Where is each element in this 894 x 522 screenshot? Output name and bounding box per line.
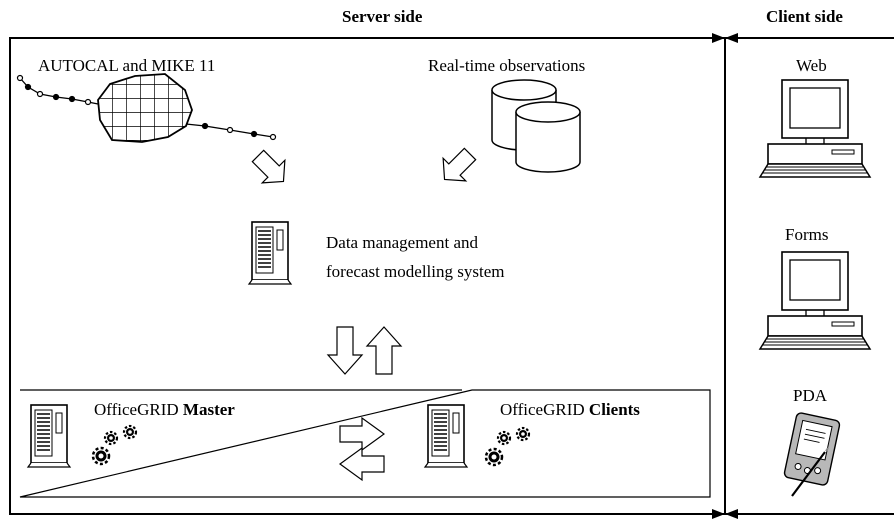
clients-gears-icon <box>484 426 531 467</box>
arrow-down-left-icon <box>442 147 477 182</box>
server-side-frame <box>9 37 726 515</box>
officegrid-clients-label: OfficeGRID Clients <box>500 400 640 419</box>
arrow-left-icon <box>338 446 385 482</box>
station-node <box>269 133 277 141</box>
station-node <box>36 90 44 98</box>
station-node <box>68 95 76 103</box>
web-computer-icon <box>759 79 871 178</box>
realtime-observations-label: Real-time observations <box>428 56 586 75</box>
arrow-down-right-icon <box>251 149 286 184</box>
master-gears-icon <box>91 424 138 466</box>
river-network-map <box>16 73 277 143</box>
pda-label: PDA <box>793 386 828 405</box>
data-management-label-line2: forecast modelling system <box>326 262 505 281</box>
autocal-label: AUTOCAL and MIKE 11 <box>38 56 216 75</box>
arrow-up-icon <box>365 326 403 375</box>
station-node <box>52 93 60 101</box>
server-side-header: Server side <box>342 7 423 26</box>
station-node <box>201 122 209 130</box>
divider-bottom-arrows <box>712 509 738 519</box>
arrow-right-icon <box>339 416 386 452</box>
pda-icon <box>783 412 841 497</box>
arrow-down-icon <box>326 326 364 375</box>
station-node <box>84 98 92 106</box>
database-icon <box>491 79 581 173</box>
forms-computer-icon <box>759 251 871 350</box>
data-management-label-line1: Data management and <box>326 233 478 252</box>
master-server-icon <box>27 404 71 468</box>
divider-top-arrows <box>712 33 738 43</box>
forms-label: Forms <box>785 225 829 244</box>
clients-server-icon <box>424 404 468 468</box>
station-node <box>250 130 258 138</box>
officegrid-box <box>19 389 711 498</box>
station-node <box>226 126 234 134</box>
station-node <box>24 83 32 91</box>
web-label: Web <box>796 56 827 75</box>
officegrid-master-label: OfficeGRID Master <box>94 400 235 419</box>
server-icon <box>248 221 292 285</box>
station-node <box>16 74 24 82</box>
client-side-frame <box>725 37 894 515</box>
client-side-header: Client side <box>766 7 843 26</box>
